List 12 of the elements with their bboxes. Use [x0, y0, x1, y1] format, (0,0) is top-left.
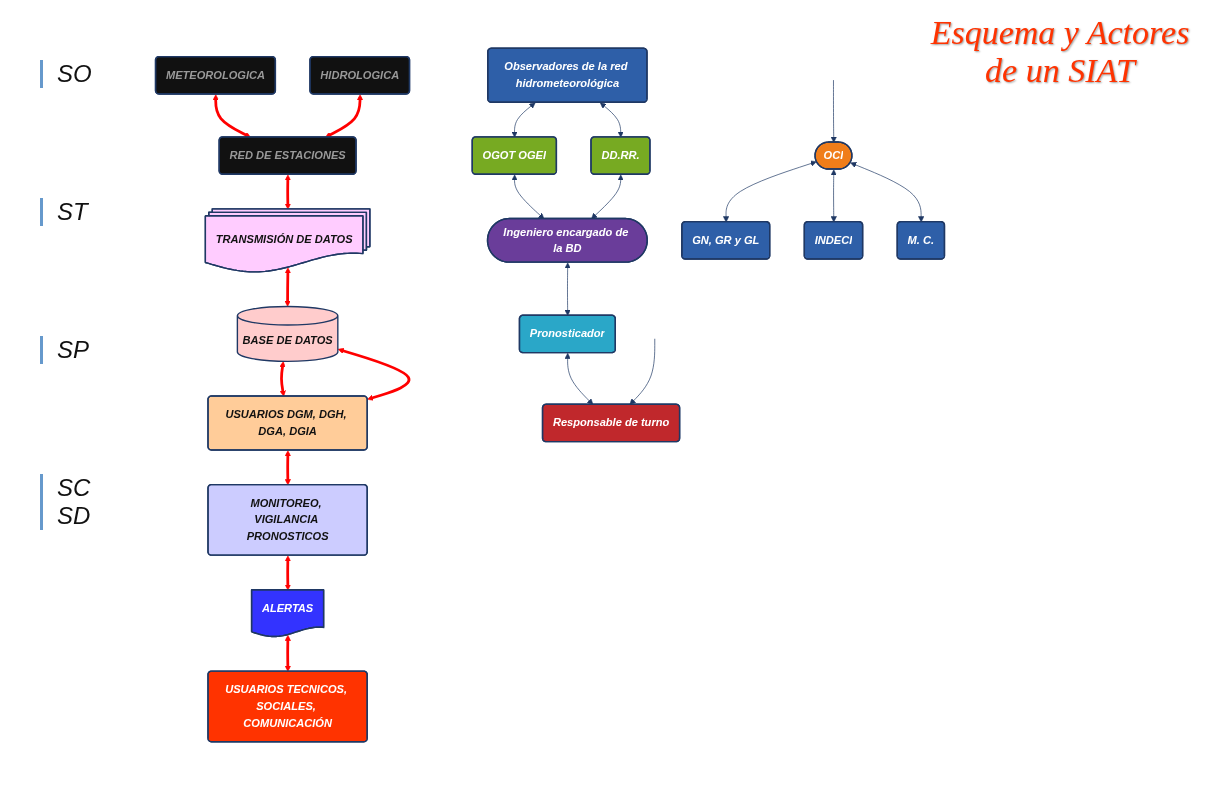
- arrow: [284, 450, 291, 486]
- title: Esquema y Actores de un SIAT: [930, 14, 1190, 90]
- arrow: [212, 94, 251, 138]
- arrow: [279, 361, 286, 397]
- stage-label: SP: [40, 336, 97, 364]
- arrow: [284, 634, 291, 672]
- stage-label: SC SD: [40, 474, 97, 530]
- stage-label: ST: [40, 198, 97, 226]
- arrow: [284, 267, 291, 307]
- stage-label: SO: [40, 60, 97, 88]
- arrow: [337, 347, 411, 401]
- arrow: [325, 94, 364, 138]
